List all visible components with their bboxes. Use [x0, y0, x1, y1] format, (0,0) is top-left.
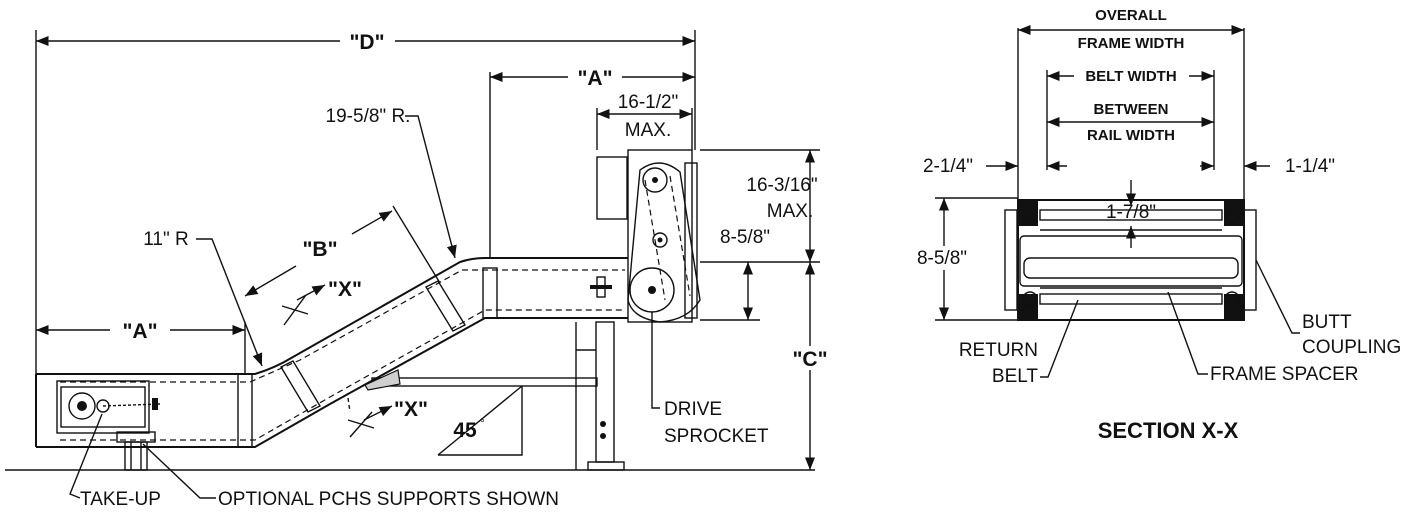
x-bottom-label: "X"	[394, 398, 428, 421]
return-label-2: BELT	[992, 366, 1039, 387]
dimension-d	[35, 30, 696, 374]
belt-width-label: BELT WIDTH	[1085, 68, 1176, 85]
left-offset-label: 2-1/4"	[923, 156, 973, 177]
frame-height-label: 8-5/8"	[720, 227, 770, 248]
drive-width-label-1: 16-1/2"	[618, 92, 679, 113]
frame-spacer-label: FRAME SPACER	[1210, 364, 1359, 385]
return-label-1: RETURN	[959, 340, 1038, 361]
dimension-a-top	[489, 71, 695, 258]
radius-lower-label: 11" R	[143, 229, 188, 250]
drive-height-label-2: MAX.	[767, 201, 813, 222]
optional-supports-label: OPTIONAL PCHS SUPPORTS SHOWN	[218, 489, 559, 510]
section-height-label: 8-5/8"	[917, 248, 967, 269]
drive-sprocket-label-1: DRIVE	[664, 399, 722, 420]
dim-d-label: "D"	[349, 31, 384, 54]
dimension-drive-width	[596, 108, 693, 150]
dim-b-label: "B"	[302, 238, 337, 261]
drive-sprocket-label-2: SPROCKET	[664, 426, 769, 447]
section-view: OVERALL FRAME WIDTH BELT WIDTH BETWEEN R…	[917, 7, 1401, 443]
right-support	[364, 321, 625, 471]
left-support	[116, 431, 156, 471]
between-label-2: RAIL WIDTH	[1087, 127, 1175, 144]
dim-c-label: "C"	[792, 348, 827, 371]
conveyor-frame	[35, 257, 628, 448]
section-marker-top	[281, 284, 326, 326]
overall-label-1: OVERALL	[1095, 7, 1167, 24]
angle-triangle	[437, 385, 523, 456]
angle-label: 45	[453, 419, 477, 442]
dimension-drive-height	[700, 149, 820, 262]
drive-unit	[590, 149, 701, 323]
section-title: SECTION X-X	[1098, 418, 1239, 443]
dimension-b	[244, 205, 441, 297]
inner-gap-label: 1-7/8"	[1106, 202, 1156, 223]
radius-upper-label: 19-5/8" R.	[326, 106, 411, 127]
dim-a-left-label: "A"	[122, 320, 157, 343]
take-up-unit	[56, 380, 161, 434]
butt-label-2: COUPLING	[1302, 337, 1401, 358]
drive-width-label-2: MAX.	[625, 120, 671, 141]
dimension-frame-height	[700, 261, 820, 321]
take-up-label: TAKE-UP	[80, 489, 161, 510]
right-offset-label: 1-1/4"	[1285, 156, 1335, 177]
overall-label-2: FRAME WIDTH	[1078, 35, 1185, 52]
dimension-a-left	[36, 322, 246, 374]
drive-height-label-1: 16-3/16"	[746, 175, 817, 196]
x-top-label: "X"	[328, 278, 362, 301]
between-label-1: BETWEEN	[1094, 101, 1169, 118]
butt-label-1: BUTT	[1302, 312, 1352, 333]
dim-a-top-label: "A"	[577, 67, 612, 90]
section-marker-bottom	[347, 397, 393, 438]
degree-symbol: °	[480, 416, 485, 430]
side-view: "D" "A" 16-1/2" MAX. 16-3/16" MAX.	[5, 30, 830, 510]
